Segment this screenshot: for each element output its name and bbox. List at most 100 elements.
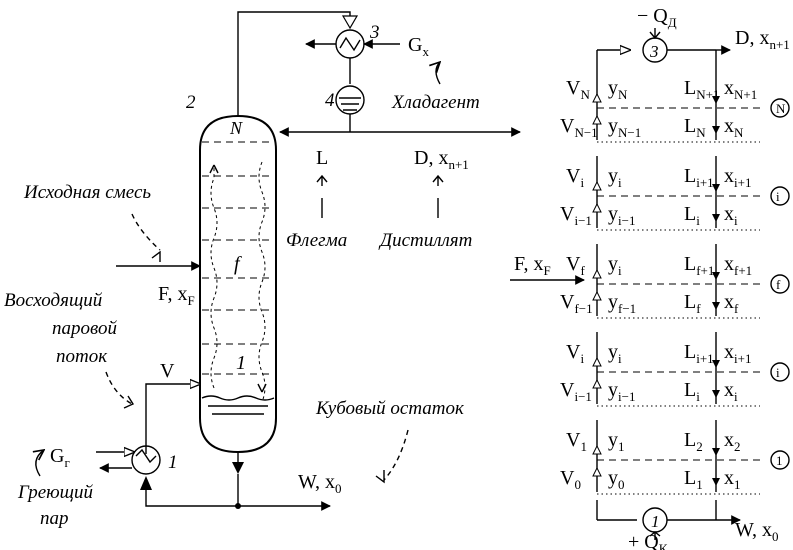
stage-y-top: y1 (608, 429, 625, 454)
stage-L-bottom: Li (684, 203, 700, 228)
stage-id-circle (770, 186, 790, 206)
stage-V-bottom: V0 (560, 467, 581, 492)
stage-x-top: xf+1 (724, 253, 752, 278)
feed-mix-label: Исходная смесь (23, 182, 151, 203)
stage-x-top: x2 (724, 429, 741, 454)
stage-id-label: 1 (776, 453, 783, 468)
stage-y-bottom: yi−1 (608, 203, 635, 228)
stage-y-top: yi (608, 165, 622, 190)
stage-L-top: L2 (684, 429, 703, 454)
stage-L-bottom: Li (684, 379, 700, 404)
stage-id-label: i (776, 365, 780, 380)
distillate-D-label: D, xn+1 (414, 147, 469, 172)
distillate-label: Дистиллят (378, 230, 472, 251)
column-number: 2 (186, 92, 196, 113)
reboiler (131, 445, 161, 475)
stage-L-top: LN+1 (684, 77, 719, 102)
column-tray-f: f (234, 253, 242, 275)
vapor-label-1: Восходящий (4, 290, 103, 311)
right-feed-label: F, xF (514, 253, 551, 278)
right-bottoms-label: W, x0 (735, 519, 779, 544)
vapor-stream (210, 166, 218, 389)
stage-V-top: Vf (566, 253, 585, 278)
stage-y-top: yi (608, 341, 622, 366)
stage-id-label: i (776, 189, 780, 204)
stage-V-top: V1 (566, 429, 587, 454)
stage-V-bottom: VN−1 (560, 115, 598, 140)
stage-V-top: Vi (566, 341, 584, 366)
reboiler-symbol-number: 1 (651, 512, 660, 531)
stage-V-bottom: Vi−1 (560, 203, 592, 228)
stage-y-top: yi (608, 253, 622, 278)
stage-x-bottom: xf (724, 291, 739, 316)
feed-mix-pointer (131, 213, 161, 251)
accumulator-number: 4 (325, 90, 335, 111)
reboiler-vapor-line (145, 384, 200, 454)
stage-L-bottom: L1 (684, 467, 703, 492)
stage-x-top: xi+1 (724, 341, 751, 366)
bottoms-W-label: W, x0 (298, 471, 342, 496)
stage-L-top: Li+1 (684, 165, 714, 190)
stage-V-top: VN (566, 77, 590, 102)
bottoms-return-line (145, 482, 238, 507)
condenser-duty: − QД (637, 5, 677, 30)
stage-L-bottom: LN (684, 115, 706, 140)
stage-id-label: N (776, 101, 786, 116)
stage-x-top: xN+1 (724, 77, 757, 102)
column-tray-1: 1 (236, 352, 246, 374)
condenser (335, 29, 365, 59)
heating-steam-label-1: Греющий (17, 482, 93, 503)
accumulator (335, 85, 365, 115)
stage-id-label: f (776, 277, 781, 292)
left-scheme: N f 1 2 3 Gx Хладагент 4 L Флегма (4, 11, 521, 529)
gx-label: Gx (408, 34, 429, 59)
column-shell (199, 114, 277, 454)
stage-x-bottom: x1 (724, 467, 741, 492)
right-distillate-label: D, xn+1 (735, 27, 790, 52)
reboiler-number: 1 (168, 452, 178, 473)
stage-V-bottom: Vi−1 (560, 379, 592, 404)
stage-y-bottom: yN−1 (608, 115, 641, 140)
stage-y-bottom: y0 (608, 467, 625, 492)
stage-id-circle (770, 362, 790, 382)
vapor-label-3: поток (56, 346, 108, 367)
reboiler-duty: + QК (628, 531, 668, 550)
sump-liquid (201, 395, 275, 401)
stage-V-top: Vi (566, 165, 584, 190)
stage-x-bottom: xi (724, 203, 738, 228)
coolant-label: Хладагент (391, 92, 480, 113)
stage-id-circle (770, 274, 790, 294)
stage-L-top: Lf+1 (684, 253, 714, 278)
reflux-L-label: L (316, 147, 328, 169)
stage-x-bottom: xN (724, 115, 744, 140)
stage-id-circle (770, 98, 790, 118)
condenser-number: 3 (369, 22, 380, 43)
reflux-label: Флегма (286, 230, 347, 251)
heating-steam-label-2: пар (40, 508, 69, 529)
stage-y-bottom: yi−1 (608, 379, 635, 404)
stage-L-top: Li+1 (684, 341, 714, 366)
stage-x-top: xi+1 (724, 165, 751, 190)
stage-id-circle (770, 450, 790, 470)
stage-x-bottom: xi (724, 379, 738, 404)
stage-y-bottom: yf−1 (608, 291, 636, 316)
vapor-label-2: паровой (52, 318, 117, 339)
stage-V-bottom: Vf−1 (560, 291, 593, 316)
liquid-stream (258, 161, 266, 403)
stage-y-top: yN (608, 77, 628, 102)
column-tray-N: N (229, 118, 243, 138)
bottoms-label: Кубовый остаток (315, 398, 465, 419)
condenser-symbol-number: 3 (649, 42, 659, 61)
stage-L-bottom: Lf (684, 291, 701, 316)
gg-label: Gг (50, 445, 70, 470)
vapor-V-label: V (160, 360, 175, 382)
feed-label: F, xF (158, 283, 195, 308)
